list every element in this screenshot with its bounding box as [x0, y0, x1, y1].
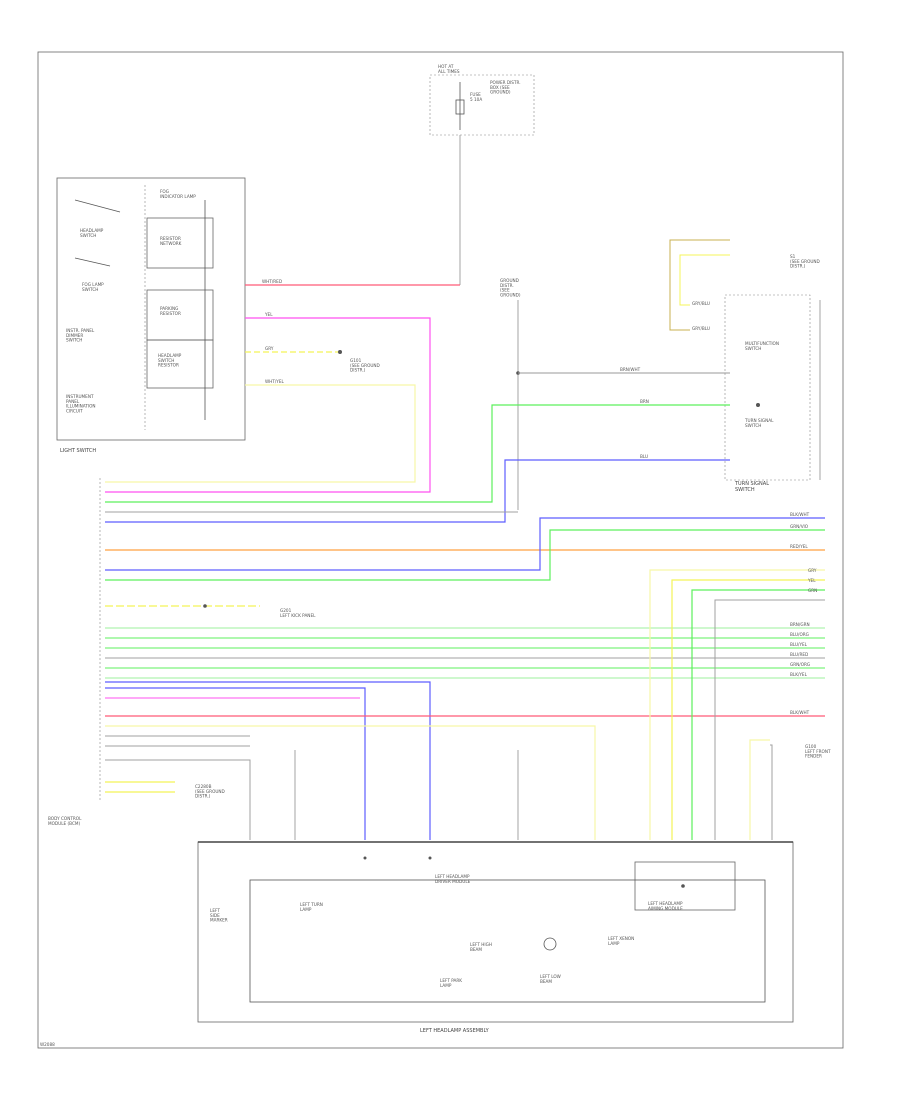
wire-label: BLU/YEL: [790, 642, 808, 647]
wire-label: GRY/BLU: [692, 326, 710, 331]
wire-label: BRN/GRN: [790, 622, 810, 627]
wire-label: BLK/WHT: [790, 710, 810, 715]
wire-label: BLU/ORG: [790, 632, 809, 637]
wire-label: BLK/YEL: [790, 672, 808, 677]
wire-label: WHT/YEL: [265, 379, 284, 384]
wire-label: GRY: [808, 568, 817, 573]
wire-label: BLU/RED: [790, 652, 808, 657]
wire-label: GRN/VIO: [790, 524, 809, 529]
wire-label: YEL: [264, 312, 273, 317]
wire-label: BRN/WHT: [620, 367, 641, 372]
wire-label: BLU: [640, 454, 648, 459]
wire-label: GRY: [265, 346, 274, 351]
wire-label: GRY/BLU: [692, 301, 710, 306]
blue-wire-1: [105, 459, 730, 523]
wire-label: GRN/ORG: [790, 662, 810, 667]
wire-label: WHT/RED: [262, 279, 282, 284]
diagram-frame: [37, 51, 844, 1049]
wire-label: GRN: [808, 588, 817, 593]
wire-label: YEL: [807, 578, 816, 583]
wire-label: BLK/WHT: [790, 512, 810, 517]
wire-label: BRN: [640, 399, 649, 404]
footer-id: W2088: [40, 1042, 55, 1047]
wire-label: RED/YEL: [790, 544, 808, 549]
light-switch-name: LIGHT SWITCH: [60, 448, 96, 454]
headlamp-assembly-label: LEFT HEADLAMP ASSEMBLY: [420, 1028, 490, 1034]
green-wire-1: [105, 404, 730, 503]
